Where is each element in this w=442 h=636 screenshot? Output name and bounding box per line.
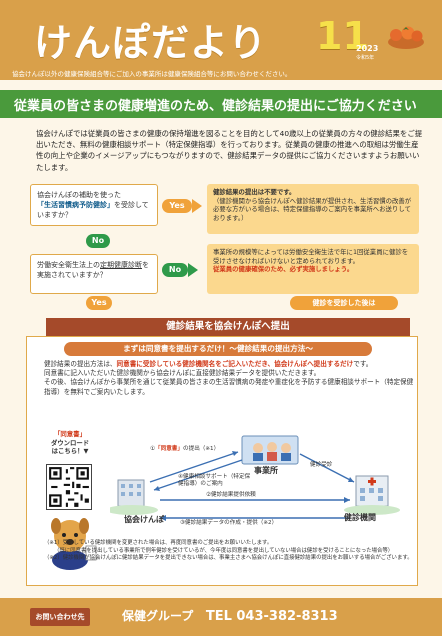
arrow-exam: [299, 453, 355, 483]
method-pre: 健診結果の提出方法は、: [44, 360, 117, 368]
question-box-checkup: 協会けんぽの補助を使った 「生活習慣病予防健診」を受診していますか？: [30, 184, 158, 226]
mascot-dog-illustration: [51, 518, 97, 570]
persimmon-bowl-icon: [388, 26, 424, 49]
contact-label: お問い合わせ先: [30, 608, 90, 626]
flow-diagram: [110, 435, 400, 521]
contact-group: 保健グループ: [122, 609, 194, 623]
qr-label-line1: 「同意書」: [54, 430, 86, 438]
res2-body: 事業所の規模等によっては労働安全衛生法で年に1回従業員に健診を受けさせなければい…: [213, 248, 409, 265]
issue-number: 11: [316, 14, 369, 58]
result-box-not-required: 健診結果の提出は不要です。 （健診機関から協会けんぽへ健診結果が提供され、生活習…: [207, 184, 419, 234]
kyokai-building-icon: [110, 479, 158, 515]
issue-era: 令和5年: [356, 55, 375, 61]
method-line2: 同意書に記入いただいた健診機関から協会けんぽに直接健診結果データを提供いただきま…: [44, 369, 321, 378]
q1-pre: 協会けんぽの補助を使った: [37, 191, 121, 199]
result-box-required-exam: 事業所の規模等によっては労働安全衛生法で年に1回従業員に健診を受けさせなければい…: [207, 244, 419, 294]
contact-info: 保健グループ TEL 043-382-8313: [122, 607, 338, 624]
footnotes: （※1）受診している健診機関を変更された場合は、再度同意書のご提出をお願いいたし…: [44, 540, 414, 563]
res2-warning: 従業員の健康確保のため、必ず実施しましょう。: [213, 265, 354, 274]
node-office: 事業所: [254, 466, 278, 475]
arrow1-pre: ①: [150, 446, 156, 452]
node-clinic: 健診機関: [344, 513, 376, 522]
header-note: 協会けんぽ以外の健康保険組合等にご加入の事業所は健康保険組合等にお問い合わせくだ…: [12, 70, 292, 78]
q2-post: を実施されていますか？: [37, 261, 149, 279]
footnote-2: （※2）健診機関が協会けんぽに健診結果データを提出できない場合は、事業主さまへ協…: [44, 555, 413, 562]
submission-heading: 健診結果を協会けんぽへ提出: [46, 318, 410, 336]
issue-year: 2023: [356, 44, 379, 53]
qr-code[interactable]: [46, 464, 92, 510]
contact-tel[interactable]: TEL 043-382-8313: [205, 609, 338, 624]
submission-section: [26, 336, 418, 586]
label-arrow-exam: 健診受診: [310, 462, 333, 468]
footnote-1: （※1）受診している健診機関を変更された場合は、再度同意書のご提出をお願いいたし…: [44, 540, 273, 546]
clinic-building-icon: [344, 475, 400, 515]
q1-highlight: 「生活習慣病予防健診」: [37, 201, 114, 209]
res1-title: 健診結果の提出は不要です。: [213, 188, 296, 196]
arrow-1-consent: [149, 451, 239, 483]
q1-post: を受診していますか？: [37, 201, 149, 219]
method-highlight: 同意書に受診している健診機関名をご記入いただき、協会けんぽへ提出するだけ: [116, 360, 354, 368]
arrow1-post: の提出（※1）: [183, 446, 220, 452]
qr-label-line3: はこちら！▼: [51, 447, 89, 456]
footnote-1b: （既に同意書を提出している事業所で例年健診を受けているが、今年度は同意書を提出し…: [54, 547, 394, 554]
contact-bar: お問い合わせ先 保健グループ TEL 043-382-8313: [0, 598, 442, 636]
question-box-health-exam: 労働安全衛生法上の定期健康診断を実施されていますか？: [30, 254, 158, 294]
yes-arrow-2: Yes: [86, 296, 112, 310]
q2-pre: 労働安全衛生法上の: [37, 261, 100, 269]
office-building-icon: [241, 435, 299, 465]
label-arrow-2: ②健診結果提供依頼: [206, 492, 256, 498]
arrow-4-guidance: [153, 459, 243, 491]
masthead-bar: けんぽだより 11 2023 令和5年 協会けんぽ以外の健康保険組合等にご加入の…: [0, 0, 442, 80]
intro-paragraph: 協会けんぽでは従業員の皆さまの健康の保持増進を図ることを目的として40歳以上の従…: [36, 129, 423, 172]
arrow1-red: 「同意書」: [155, 446, 183, 452]
method-line3: その後、協会けんぽから事業所を通じて従業員の皆さまの生活習慣病の発症や重症化を予…: [44, 378, 414, 396]
submission-subtitle: まずは同意書を提出するだけ！〜健診結果の提出方法〜: [64, 342, 372, 356]
method-post: です。: [353, 360, 373, 368]
submission-method-text: 健診結果の提出方法は、同意書に受診している健診機関名をご記入いただき、協会けんぽ…: [44, 360, 414, 397]
main-headline: 従業員の皆さまの健康増進のため、健診結果の提出にご協力ください: [0, 90, 442, 118]
qr-label-line2: ダウンロード: [50, 438, 90, 447]
qr-label: 「同意書」 ダウンロード はこちら！▼: [44, 430, 96, 456]
node-kyokai: 協会けんぽ: [124, 515, 164, 524]
label-arrow-4: ④健康相談サポート（特定保健指導）のご案内: [178, 474, 251, 488]
label-arrow-1: ①「同意書」の提出（※1）: [150, 446, 219, 453]
no-arrow-2: No: [162, 263, 198, 277]
res1-body: （健診機関から協会けんぽへ健診結果が提供され、生活習慣の改善が必要な方がいる場合…: [213, 196, 412, 222]
after-exam-label: 健診を受診した後は: [290, 296, 398, 310]
yes-arrow-1: Yes: [162, 199, 202, 213]
label-arrow-3: ③健診結果データの作成・提供（※2）: [180, 520, 278, 526]
masthead-title: けんぽだより: [34, 21, 268, 65]
q2-underline: 定期健康診断: [100, 261, 142, 269]
no-arrow-1: No: [86, 234, 110, 248]
